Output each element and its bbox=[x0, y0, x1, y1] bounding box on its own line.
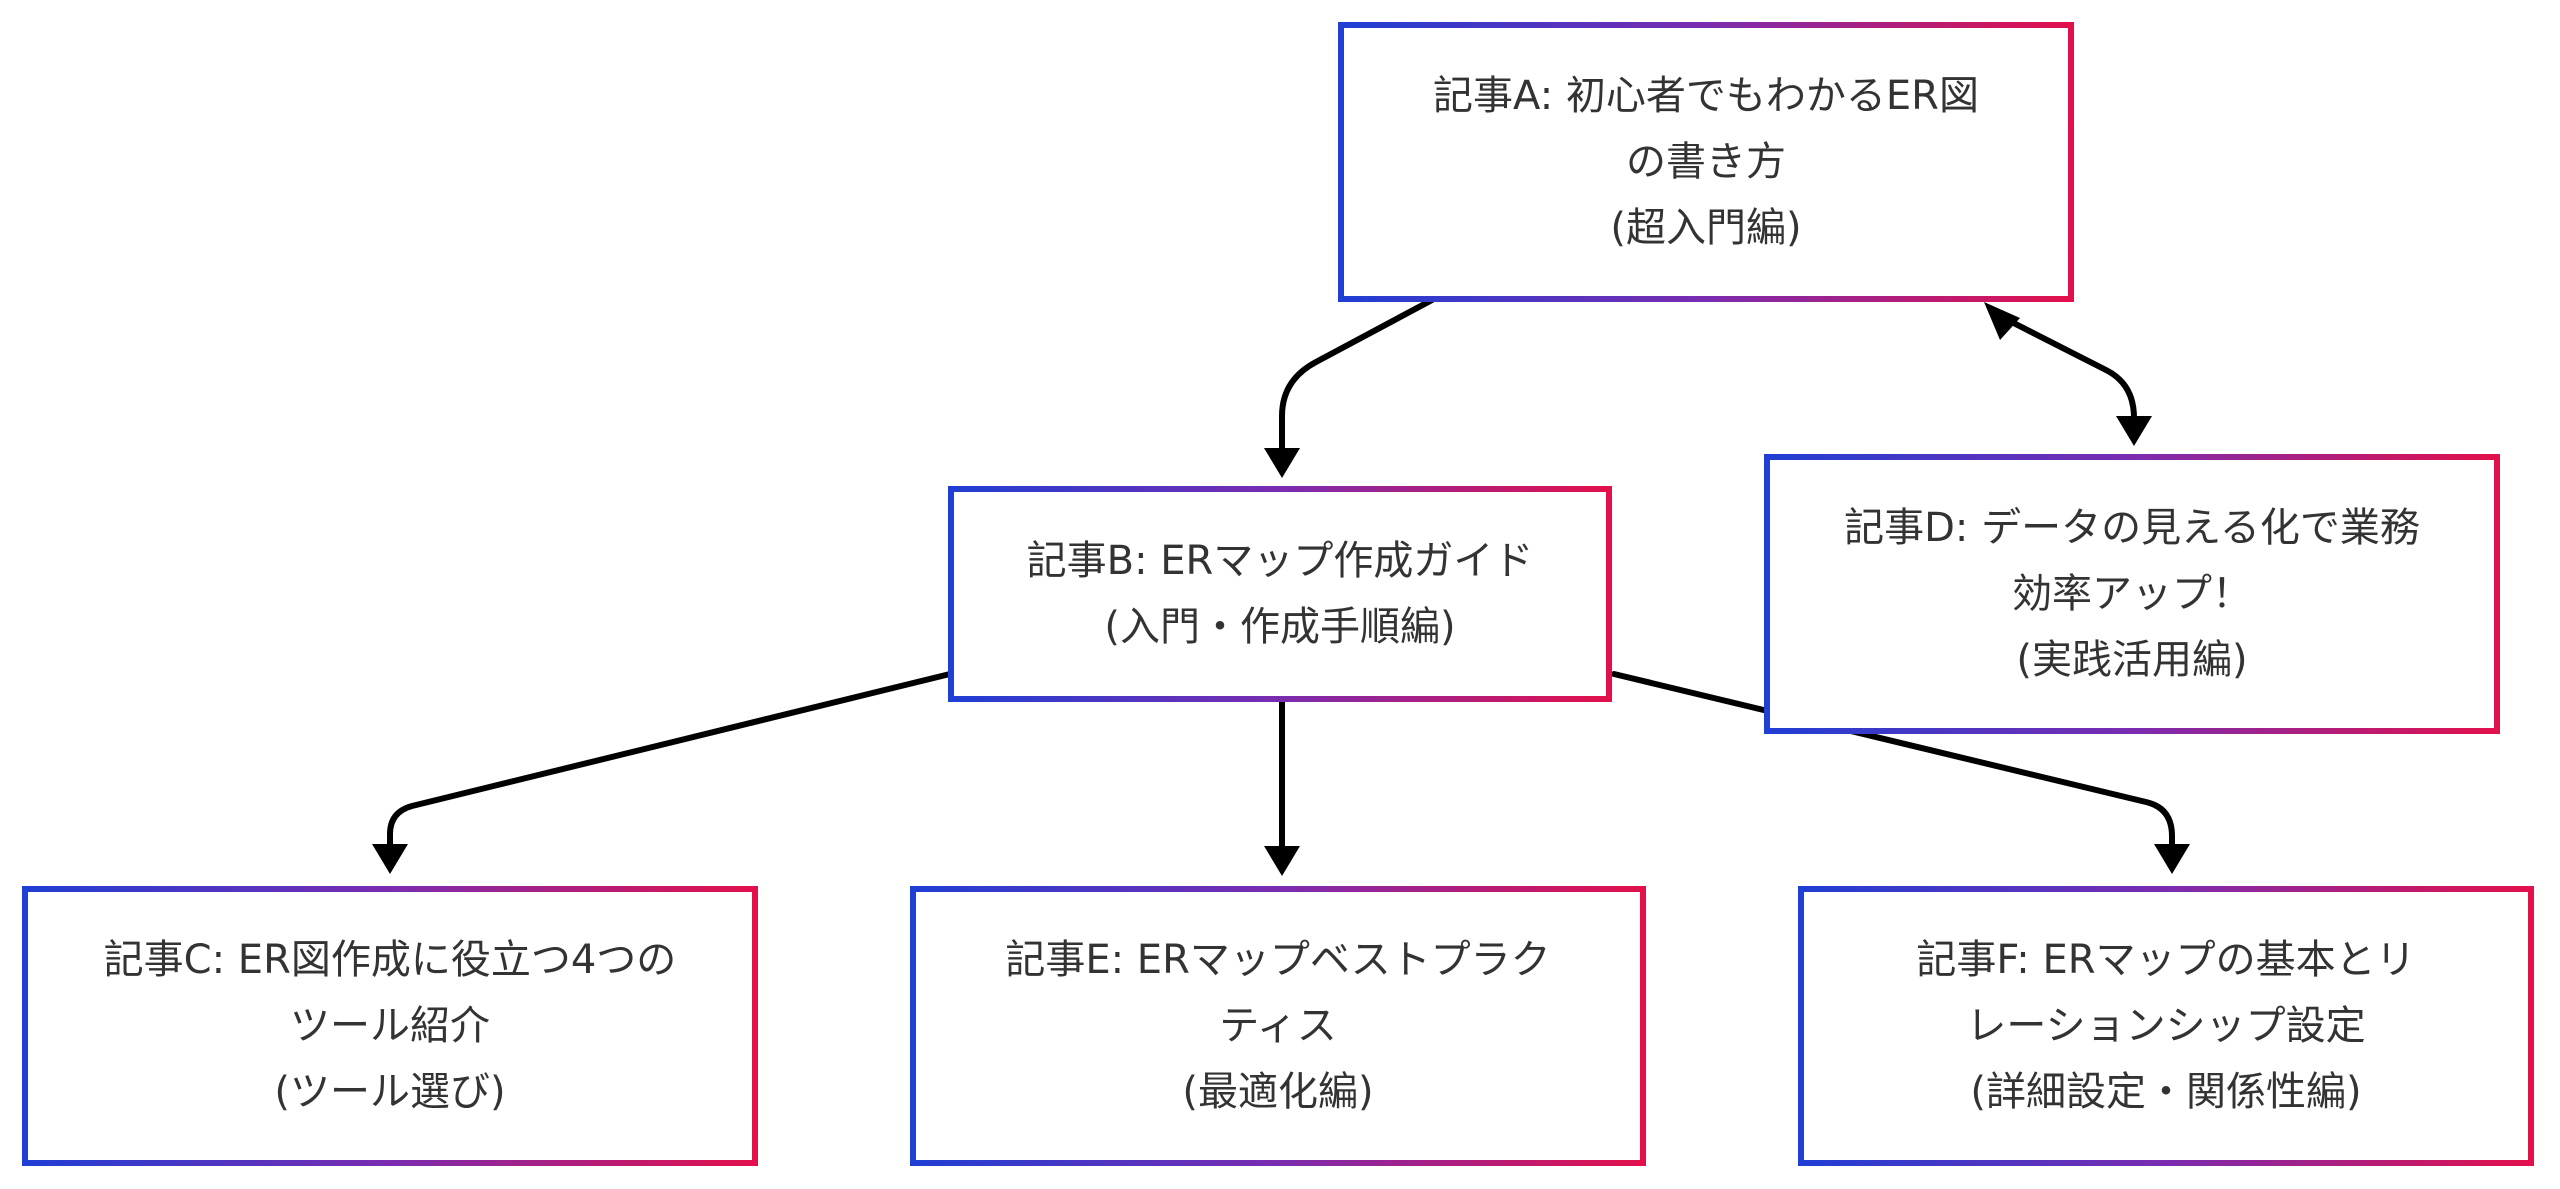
edge-b-to-f bbox=[1611, 671, 2175, 851]
node-a-line-3: (超入門編) bbox=[1610, 205, 1802, 251]
node-article-a: 記事A: 初心者でもわかるER図 の書き方 (超入門編) bbox=[1338, 22, 2074, 302]
node-d-line-3: (実践活用編) bbox=[2016, 637, 2248, 683]
arrowhead-b bbox=[1264, 448, 1300, 478]
node-e-line-1: 記事E: ERマップベストプラク bbox=[1005, 937, 1551, 983]
node-b-line-2: (入門・作成手順編) bbox=[1104, 604, 1456, 650]
node-c-line-2: ツール紹介 bbox=[290, 1003, 490, 1049]
arrowhead-e bbox=[1264, 846, 1300, 876]
node-article-e: 記事E: ERマップベストプラク ティス (最適化編) bbox=[910, 886, 1646, 1166]
node-c-line-1: 記事C: ER図作成に役立つ4つの bbox=[103, 937, 677, 983]
node-a-line-1: 記事A: 初心者でもわかるER図 bbox=[1433, 73, 1979, 119]
node-d-line-1: 記事D: データの見える化で業務 bbox=[1844, 505, 2420, 551]
node-e-line-2: ティス bbox=[1219, 1003, 1337, 1049]
node-f-line-3: (詳細設定・関係性編) bbox=[1970, 1069, 2362, 1115]
arrowhead-f bbox=[2154, 844, 2190, 874]
node-b-line-1: 記事B: ERマップ作成ガイド bbox=[1026, 538, 1534, 584]
node-article-c: 記事C: ER図作成に役立つ4つの ツール紹介 (ツール選び) bbox=[22, 886, 758, 1166]
node-c-line-3: (ツール選び) bbox=[274, 1069, 506, 1115]
node-f-line-2: レーションシップ設定 bbox=[1966, 1003, 2366, 1049]
node-article-b: 記事B: ERマップ作成ガイド (入門・作成手順編) bbox=[948, 486, 1612, 702]
node-article-f: 記事F: ERマップの基本とリ レーションシップ設定 (詳細設定・関係性編) bbox=[1798, 886, 2534, 1166]
node-article-d: 記事D: データの見える化で業務 効率アップ！ (実践活用編) bbox=[1764, 454, 2500, 734]
node-a-line-2: の書き方 bbox=[1626, 139, 1786, 185]
edge-a-to-d bbox=[1993, 311, 2137, 423]
arrowhead-a bbox=[1984, 302, 2020, 340]
node-f-line-1: 記事F: ERマップの基本とリ bbox=[1916, 937, 2416, 983]
edge-b-to-c bbox=[387, 671, 953, 851]
node-d-line-2: 効率アップ！ bbox=[2012, 571, 2252, 617]
edge-a-to-b bbox=[1279, 297, 1435, 453]
node-e-line-3: (最適化編) bbox=[1182, 1069, 1374, 1115]
arrowhead-c bbox=[372, 844, 408, 874]
arrowhead-d bbox=[2116, 416, 2152, 446]
